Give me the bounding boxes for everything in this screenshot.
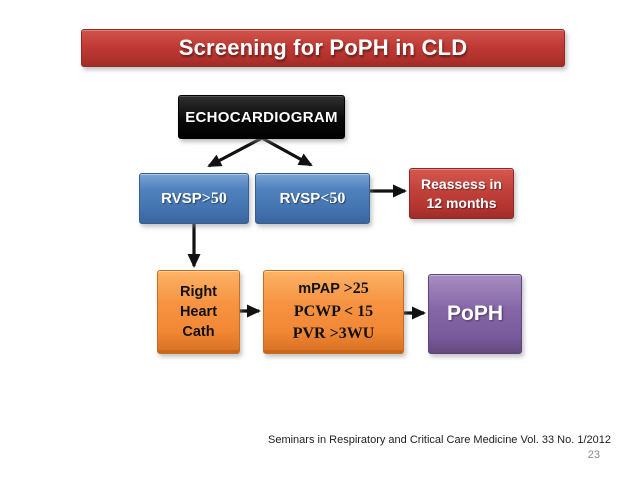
slide-title: Screening for PoPH in CLD [178,35,468,60]
rvsp-gt50-value: >50 [201,189,227,207]
node-rvsp-gt50: RVSP>50 [139,173,249,224]
criteria-line1: mPAP >25 [293,278,375,300]
criteria-line1-prefix: mPAP [298,281,344,298]
node-rvsp-lt50: RVSP<50 [255,173,370,224]
rvsp-gt50-prefix: RVSP [161,189,202,207]
node-echocardiogram-label: ECHOCARDIOGRAM [185,108,338,126]
rvsp-lt50-prefix: RVSP [279,189,321,207]
rhc-line3: Cath [182,324,215,341]
reassess-line1: Reassess in [421,175,502,192]
node-reassess: Reassess in 12 months [409,168,514,219]
node-right-heart-cath: Right Heart Cath [157,270,240,354]
arrow-echo-to-rvsp-low [261,136,313,167]
criteria-line1-value: >25 [343,280,369,298]
slide-title-banner: Screening for PoPH in CLD [81,29,565,67]
node-rvsp-lt50-label: RVSP<50 [280,190,346,208]
node-hemodynamic-criteria: mPAP >25 PCWP < 15 PVR >3WU [263,270,404,354]
rhc-line1: Right [179,283,218,300]
node-poph-label: PoPH [446,302,503,325]
node-echocardiogram: ECHOCARDIOGRAM [178,95,345,139]
node-right-heart-cath-label: Right Heart Cath [180,282,217,343]
node-rvsp-gt50-label: RVSP>50 [161,190,227,208]
node-poph: PoPH [428,274,522,354]
page-number: 23 [587,449,600,461]
criteria-line2: PCWP < 15 [293,302,374,320]
node-hemodynamic-criteria-label: mPAP >25 PCWP < 15 PVR >3WU [293,278,375,345]
node-reassess-label: Reassess in 12 months [421,175,502,213]
citation-text: Seminars in Respiratory and Critical Car… [268,434,611,446]
rvsp-lt50-value: <50 [320,189,346,207]
reassess-line2: 12 months [426,194,497,211]
criteria-line3: PVR >3WU [292,325,375,343]
arrow-echo-to-rvsp-high [207,136,263,168]
rhc-line2: Heart [179,303,218,320]
